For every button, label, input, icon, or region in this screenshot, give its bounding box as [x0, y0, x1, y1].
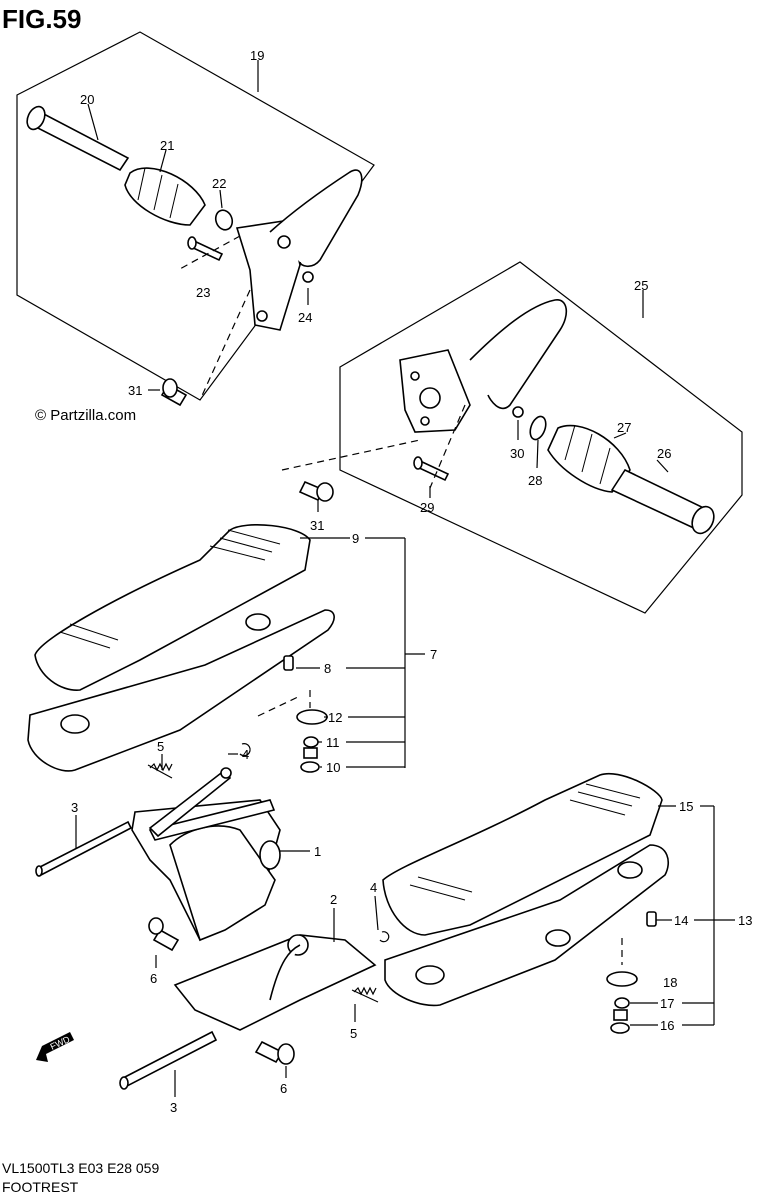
callout-23: 23: [196, 285, 210, 300]
figure-title: FIG.59: [2, 4, 82, 34]
callout-26: 26: [657, 446, 671, 461]
footrest-rubber-left[interactable]: [124, 167, 206, 226]
callout-18: 18: [663, 975, 677, 990]
callout-3b: 3: [170, 1100, 177, 1115]
washer-28[interactable]: [527, 414, 548, 441]
screw-8[interactable]: [283, 655, 294, 671]
callout-9: 9: [352, 531, 359, 546]
callout-6b: 6: [280, 1081, 287, 1096]
model-code: VL1500TL3 E03 E28 059: [2, 1160, 160, 1176]
passenger-footrest-left-group: [16, 31, 375, 407]
footrest-bracket-right[interactable]: [399, 299, 568, 433]
footrest-bracket-left[interactable]: [235, 169, 363, 331]
clip-4-lower[interactable]: [379, 931, 390, 943]
callout-2: 2: [330, 892, 337, 907]
bolt-16[interactable]: [610, 1009, 630, 1034]
long-pin-3-lower[interactable]: [119, 1030, 218, 1090]
callout-28: 28: [528, 473, 542, 488]
callout-5a: 5: [157, 739, 164, 754]
washer-22[interactable]: [213, 208, 235, 232]
callout-30: 30: [510, 446, 524, 461]
pivot-pin-upper[interactable]: [148, 767, 232, 838]
watermark: © Partzilla.com: [35, 407, 137, 424]
spring-5-upper[interactable]: [147, 762, 173, 779]
callout-31a: 31: [128, 383, 142, 398]
bolt-6-lower[interactable]: [254, 1040, 295, 1065]
callout-21: 21: [160, 138, 174, 153]
callout-29: 29: [420, 500, 434, 515]
footrest-bracket-lower[interactable]: [173, 934, 377, 1031]
clip-24[interactable]: [302, 271, 314, 283]
long-pin-3-upper[interactable]: [35, 820, 133, 877]
callout-14: 14: [674, 913, 688, 928]
callout-6a: 6: [150, 971, 157, 986]
callout-15: 15: [679, 799, 693, 814]
callout-labels: 19 20 21 22 23 24 31 25 27 26 30 28 29 3…: [71, 48, 752, 1115]
bolt-23[interactable]: [187, 236, 224, 262]
footrest-bar-left[interactable]: [24, 104, 130, 172]
bolt-6-upper[interactable]: [148, 917, 180, 952]
callout-20: 20: [80, 92, 94, 107]
callout-4b: 4: [370, 880, 377, 895]
bolt-31-right[interactable]: [298, 480, 334, 502]
callout-19: 19: [250, 48, 264, 63]
callout-17: 17: [660, 996, 674, 1011]
washer-11[interactable]: [303, 736, 319, 748]
spring-5-lower[interactable]: [351, 986, 379, 1003]
footboard-left-assembly[interactable]: [27, 524, 335, 772]
callout-24: 24: [298, 310, 312, 325]
callout-5b: 5: [350, 1026, 357, 1041]
bolt-31-left[interactable]: [160, 378, 188, 407]
callout-7: 7: [430, 647, 437, 662]
callout-31b: 31: [310, 518, 324, 533]
callout-13: 13: [738, 913, 752, 928]
callout-16: 16: [660, 1018, 674, 1033]
clip-30[interactable]: [512, 406, 524, 418]
washer-18[interactable]: [606, 971, 638, 987]
callout-27: 27: [617, 420, 631, 435]
bolt-10[interactable]: [300, 747, 320, 773]
washer-17[interactable]: [614, 997, 630, 1009]
callout-1: 1: [314, 844, 321, 859]
washer-12[interactable]: [296, 709, 328, 725]
footrest-bracket-center[interactable]: [131, 799, 281, 942]
fwd-arrow-icon: FWD: [36, 1032, 74, 1062]
callout-3a: 3: [71, 800, 78, 815]
footrest-bar-right[interactable]: [610, 468, 718, 537]
callout-10: 10: [326, 760, 340, 775]
section-title: FOOTREST: [2, 1179, 79, 1195]
callout-4a: 4: [242, 747, 249, 762]
callout-22: 22: [212, 176, 226, 191]
callout-11: 11: [326, 735, 340, 750]
passenger-footrest-right-group: [281, 261, 743, 614]
callout-25: 25: [634, 278, 648, 293]
callout-12: 12: [328, 710, 342, 725]
clip-4-upper[interactable]: [239, 743, 251, 757]
screw-14[interactable]: [646, 911, 657, 927]
callout-8: 8: [324, 661, 331, 676]
leader-lines: [75, 60, 735, 1097]
bolt-29[interactable]: [413, 456, 450, 482]
footboard-right-assembly[interactable]: [382, 772, 669, 1007]
